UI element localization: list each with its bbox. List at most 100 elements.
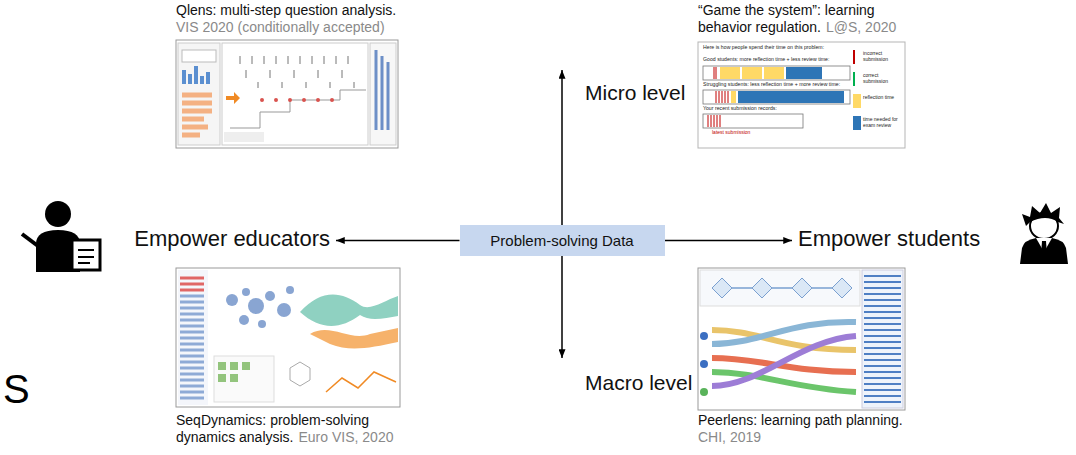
legend-item: reflection time	[853, 94, 905, 100]
bubble	[258, 320, 266, 328]
audience-node: Empower educators	[128, 226, 336, 252]
mini-squares	[218, 366, 250, 378]
screenshot-card: Qlens: multi-step question analysis.VIS …	[176, 2, 436, 150]
node-label: Problem-solving Data	[490, 232, 633, 250]
submission-marks	[714, 67, 716, 79]
hexagon	[290, 362, 310, 386]
screenshot-frame	[176, 40, 398, 148]
legend-swatch	[853, 72, 855, 86]
bubble	[242, 288, 250, 296]
bubble	[239, 315, 249, 325]
flow-shape	[300, 295, 398, 326]
bubble	[226, 294, 238, 306]
path-band	[712, 336, 856, 386]
reflection-block	[731, 91, 736, 103]
teacher-board	[72, 240, 100, 270]
node-label: Micro level	[585, 80, 685, 105]
level-node: Micro level	[552, 70, 685, 105]
legend-item: incorrect submission	[853, 50, 905, 62]
venue-label: L@S, 2020	[826, 19, 896, 35]
submission-marks	[708, 115, 720, 127]
reflection-block	[720, 67, 740, 79]
legend-swatch	[853, 116, 861, 130]
screenshot-text: latest submission	[712, 130, 750, 136]
bubble	[277, 303, 291, 317]
data-box: Problem-solving Data	[460, 225, 665, 256]
screenshot-text: Good students: more reflection time + le…	[703, 57, 829, 63]
slide-letter: S	[3, 366, 30, 412]
arrow-connector	[561, 256, 563, 358]
board-lines	[78, 250, 94, 263]
diamond-links	[732, 287, 832, 289]
list-rows	[180, 296, 204, 398]
screenshot-panel	[222, 43, 368, 145]
arrow-connector	[336, 240, 460, 242]
caption-title: Qlens: multi-step question analysis.	[176, 2, 396, 18]
list-rows	[180, 278, 204, 290]
screenshot-text: Your recent submission records:	[703, 106, 777, 112]
time-bar	[703, 90, 850, 104]
legend-text: reflection time	[863, 94, 903, 100]
bubble	[286, 286, 294, 294]
step-line	[230, 90, 366, 128]
tick-marks	[240, 56, 354, 88]
mini-diamonds	[712, 278, 852, 298]
legend-item: time needed for exam review	[853, 116, 905, 128]
reflection-block	[764, 67, 784, 79]
flow-shape	[310, 328, 398, 348]
mini-line-chart	[326, 372, 396, 392]
screenshot-panel	[178, 43, 220, 145]
node-label: Empower educators	[134, 226, 330, 252]
legend-item: correct submission	[853, 72, 905, 84]
screenshot-text: Struggling students: less reflection tim…	[703, 82, 840, 88]
node-label: Empower students	[798, 226, 980, 252]
screenshot-panel	[182, 50, 216, 62]
venue-label: VIS 2020 (conditionally accepted)	[176, 19, 436, 36]
time-bar	[703, 114, 803, 128]
legend-text: time needed for exam review	[863, 116, 903, 128]
legend-swatch	[853, 94, 861, 108]
screenshot-panel	[700, 270, 860, 306]
screenshot-frame	[176, 268, 400, 407]
mini-bars	[184, 66, 208, 84]
review-block	[738, 91, 844, 103]
student-body	[1020, 238, 1068, 264]
orange-arrow	[226, 92, 240, 104]
reflection-block	[742, 67, 762, 79]
bubble	[248, 298, 264, 314]
legend-text: incorrect submission	[863, 50, 903, 62]
caption-title: Peerlens: learning path planning.	[698, 412, 903, 428]
node-label: Macro level	[585, 370, 692, 395]
teacher-head	[45, 201, 71, 227]
student-tie	[1041, 241, 1047, 259]
arrow-connector	[561, 70, 563, 225]
mini-columns	[376, 50, 388, 130]
level-node: Macro level	[552, 358, 692, 395]
screenshot-frame	[698, 268, 905, 410]
student-hair	[1022, 203, 1064, 226]
teacher-pointer	[22, 234, 38, 246]
red-dots	[260, 98, 334, 102]
screenshot-text: Here is how people spend their time on t…	[703, 45, 824, 51]
legend-text: correct submission	[863, 72, 903, 84]
audience-node: Empower students	[792, 226, 986, 252]
screenshot-panel	[862, 270, 903, 408]
submission-marks	[716, 91, 728, 103]
venue-label: Euro VIS, 2020	[299, 429, 394, 445]
screenshot-panel	[224, 132, 264, 142]
arrow-connector	[665, 240, 793, 242]
path-start	[700, 360, 708, 368]
screenshot-card: SeqDynamics: problem-solving dynamics an…	[176, 268, 416, 446]
path-start	[700, 388, 708, 396]
connector-group	[336, 70, 792, 358]
screenshot-panel	[370, 43, 396, 145]
mini-rows	[182, 95, 212, 135]
path-start	[700, 332, 708, 340]
venue-label: CHI, 2019	[698, 429, 938, 446]
time-bar	[703, 66, 850, 80]
bubble	[265, 291, 275, 301]
review-block	[786, 67, 822, 79]
screenshot-card: Peerlens: learning path planning.CHI, 20…	[698, 268, 938, 446]
screenshot-panel	[214, 356, 274, 402]
